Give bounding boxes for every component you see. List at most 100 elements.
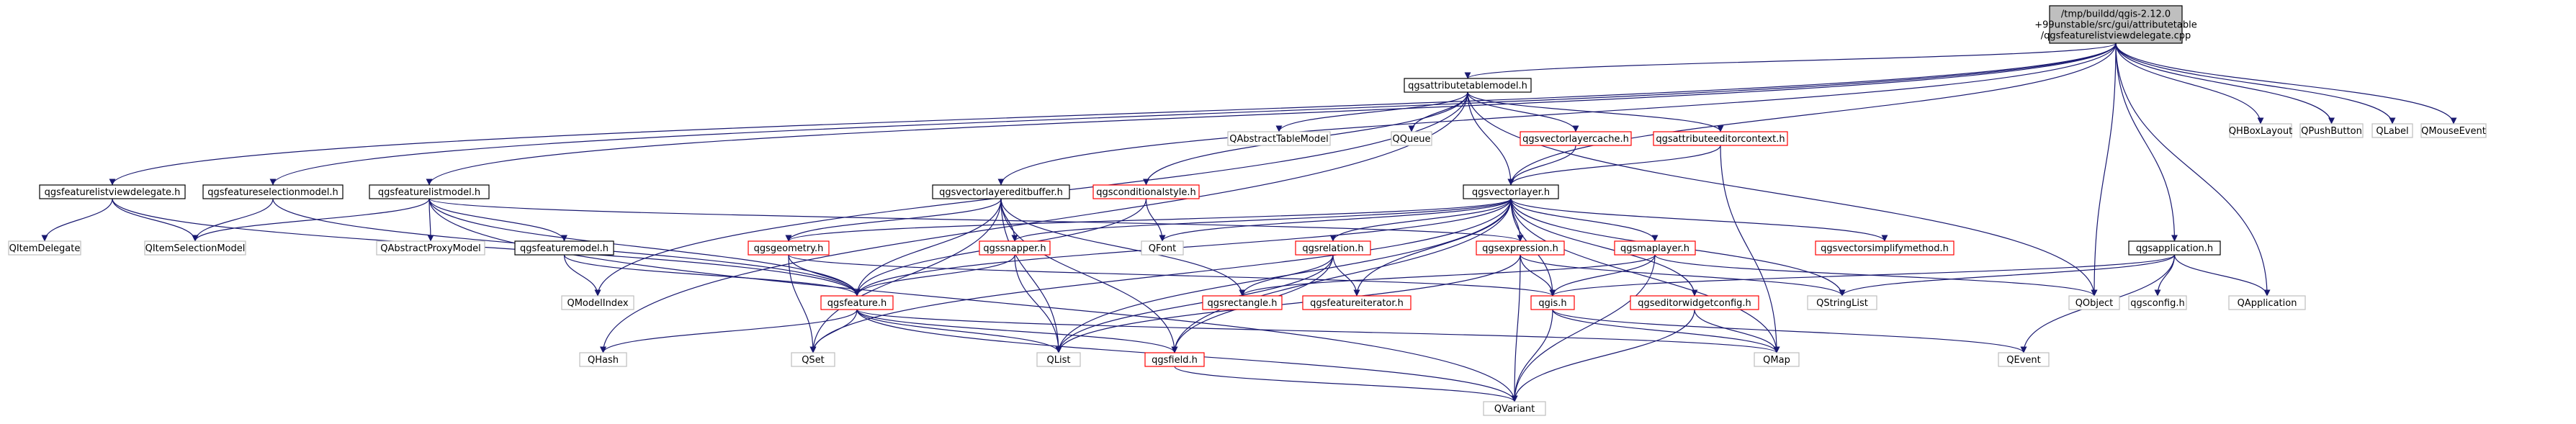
edge-qgsfeaturemodel-to-qmodelindex	[563, 254, 601, 297]
node-qgsconfig[interactable]: qgsconfig.h	[2128, 295, 2187, 310]
node-label-qhash: QHash	[588, 355, 619, 366]
node-qhash[interactable]: QHash	[579, 352, 627, 367]
node-qitemdelegate[interactable]: QItemDelegate	[8, 240, 81, 256]
edge-root-to-qgsattributetablemodel	[1464, 42, 2117, 79]
node-qgsrelation[interactable]: qgsrelation.h	[1295, 240, 1371, 256]
node-label-qgsattributeeditorcontext: qgsattributeeditorcontext.h	[1656, 134, 1785, 145]
node-box-qstringlist	[1807, 295, 1877, 310]
node-label-qstringlist: QStringList	[1816, 298, 1868, 309]
node-qvariant[interactable]: QVariant	[1483, 401, 1546, 416]
node-qgsfeaturelistmodel[interactable]: qgsfeaturelistmodel.h	[369, 184, 490, 199]
edge-qgsvectorlayer-to-qmap	[1510, 198, 1780, 353]
edge-root-to-qgsfeaturelistviewdelegate	[109, 42, 2117, 186]
node-qstringlist[interactable]: QStringList	[1807, 295, 1877, 310]
edge-root-to-qmouseevent	[2115, 42, 2457, 125]
edge-qgsvectorlayer-to-qgsrelation	[1329, 198, 1512, 242]
edge-root-to-qhboxlayout	[2115, 42, 2264, 125]
edge-qgseditorwidgetconfig-to-qmap	[1694, 309, 1780, 353]
edge-qgsfeature-to-qset	[809, 309, 858, 353]
node-qhboxlayout[interactable]: QHBoxLayout	[2229, 123, 2292, 138]
node-qgsfeatureiterator[interactable]: qgsfeatureiterator.h	[1302, 295, 1412, 310]
node-qgsvectorlayercache[interactable]: qgsvectorlayercache.h	[1520, 131, 1632, 146]
node-qgsconditionalstyle[interactable]: qgsconditionalstyle.h	[1092, 184, 1200, 199]
node-qpushbutton[interactable]: QPushButton	[2299, 123, 2364, 138]
node-qgsattributetablemodel[interactable]: qgsattributetablemodel.h	[1404, 78, 1532, 93]
node-qfont[interactable]: QFont	[1141, 240, 1184, 256]
edge-qgsvectorlayer-to-qgsgeometry	[785, 198, 1512, 242]
node-root[interactable]: /tmp/buildd/qgis-2.12.0+99unstable/src/g…	[2034, 5, 2197, 44]
edge-qgis-to-qevent	[1552, 309, 2027, 353]
node-qgsfeaturelistviewdelegate[interactable]: qgsfeaturelistviewdelegate.h	[39, 184, 186, 199]
node-qgsvectorsimplifymethod[interactable]: qgsvectorsimplifymethod.h	[1815, 240, 1955, 256]
node-box-qlist	[1036, 352, 1081, 367]
node-label-qmap: QMap	[1763, 355, 1790, 366]
node-label-qgsfeatureiterator: qgsfeatureiterator.h	[1310, 298, 1404, 309]
edge-qgsexpression-to-qstringlist	[1520, 254, 1846, 297]
node-label-qgsvectorlayereditbuffer: qgsvectorlayereditbuffer.h	[939, 187, 1063, 198]
node-box-qlabel	[2371, 123, 2413, 138]
node-qitemselectionmodel[interactable]: QItemSelectionModel	[144, 240, 246, 256]
node-qmap[interactable]: QMap	[1754, 352, 1800, 367]
node-box-qgsfeatureselectionmodel	[202, 184, 344, 199]
node-qabstractproxymodel[interactable]: QAbstractProxyModel	[376, 240, 485, 256]
node-box-qgseditorwidgetconfig	[1630, 295, 1759, 310]
node-qgsvectorlayereditbuffer[interactable]: qgsvectorlayereditbuffer.h	[932, 184, 1070, 199]
node-label-qhboxlayout: QHBoxLayout	[2229, 126, 2292, 137]
edge-root-to-qgsvectorlayereditbuffer	[997, 42, 2117, 186]
edge-root-to-qpushbutton	[2115, 42, 2335, 125]
node-qlabel[interactable]: QLabel	[2371, 123, 2413, 138]
node-qlist[interactable]: QList	[1036, 352, 1081, 367]
node-qmodelindex[interactable]: QModelIndex	[561, 295, 634, 310]
edge-qgsfeaturelistviewdelegate-to-qitemdelegate	[41, 198, 113, 242]
node-qgis[interactable]: qgis.h	[1530, 295, 1575, 310]
node-qgsexpression[interactable]: qgsexpression.h	[1476, 240, 1565, 256]
edge-qgssnapper-to-qgsfeature	[853, 254, 1015, 297]
edge-qgsvectorlayer-to-qfont	[1159, 198, 1512, 242]
node-label-qgsconfig: qgsconfig.h	[2130, 298, 2184, 309]
node-box-qgsconditionalstyle	[1092, 184, 1200, 199]
node-box-qgsvectorlayercache	[1520, 131, 1632, 146]
node-label-qgsfield: qgsfield.h	[1152, 355, 1198, 366]
node-qabstracttablemodel[interactable]: QAbstractTableModel	[1227, 131, 1331, 146]
node-qgsfeaturemodel[interactable]: qgsfeaturemodel.h	[514, 240, 614, 256]
node-qobject[interactable]: QObject	[2068, 295, 2120, 310]
node-label-qlist: QList	[1047, 355, 1071, 366]
node-qgsapplication[interactable]: qgsapplication.h	[2128, 240, 2221, 256]
node-qevent[interactable]: QEvent	[1998, 352, 2050, 367]
node-box-qgsgeometry	[748, 240, 830, 256]
node-qgsfeatureselectionmodel[interactable]: qgsfeatureselectionmodel.h	[202, 184, 344, 199]
node-label-qgsfeaturelistviewdelegate: qgsfeaturelistviewdelegate.h	[45, 187, 181, 198]
node-qgsgeometry[interactable]: qgsgeometry.h	[748, 240, 830, 256]
node-qgseditorwidgetconfig[interactable]: qgseditorwidgetconfig.h	[1630, 295, 1759, 310]
edge-qgsvectorlayereditbuffer-to-qgsfeature	[853, 198, 1002, 297]
node-qgsrectangle[interactable]: qgsrectangle.h	[1202, 295, 1283, 310]
edge-qgsgeometry-to-qgsfeature	[788, 254, 861, 297]
node-qgsattributeeditorcontext[interactable]: qgsattributeeditorcontext.h	[1653, 131, 1788, 146]
node-qgsfeature[interactable]: qgsfeature.h	[820, 295, 894, 310]
node-label-root: /tmp/buildd/qgis-2.12.0	[2061, 9, 2171, 20]
edge-qgsfeaturelistmodel-to-qgsexpression	[428, 198, 1524, 242]
node-box-qgsvectorsimplifymethod	[1815, 240, 1955, 256]
node-label-qgsapplication: qgsapplication.h	[2136, 243, 2213, 254]
edge-qgsfeaturelistmodel-to-qgsfeature	[428, 198, 861, 297]
node-box-qhboxlayout	[2229, 123, 2292, 138]
node-qmouseevent[interactable]: QMouseEvent	[2420, 123, 2487, 138]
edge-qgsexpression-to-qvariant	[1511, 254, 1521, 402]
node-qgsmaplayer[interactable]: qgsmaplayer.h	[1614, 240, 1696, 256]
node-qgssnapper[interactable]: qgssnapper.h	[979, 240, 1051, 256]
node-qapplication[interactable]: QApplication	[2228, 295, 2306, 310]
node-box-qitemselectionmodel	[144, 240, 246, 256]
edge-root-to-qlabel	[2115, 42, 2396, 125]
node-qqueue[interactable]: QQueue	[1391, 131, 1432, 146]
node-box-qgsfeaturelistviewdelegate	[39, 184, 186, 199]
edge-qgis-to-qmap	[1552, 309, 1780, 353]
node-box-qmouseevent	[2420, 123, 2487, 138]
node-qgsvectorlayer[interactable]: qgsvectorlayer.h	[1463, 184, 1559, 199]
edge-qgsfeaturelistmodel-to-qvariant	[428, 198, 1518, 402]
edge-qgsvectorlayer-to-qgsfeature	[853, 198, 1512, 297]
node-box-qgsrectangle	[1202, 295, 1283, 310]
node-qset[interactable]: QSet	[791, 352, 835, 367]
edge-qgsfeaturelistmodel-to-qabstractproxymodel	[427, 198, 434, 242]
node-qgsfield[interactable]: qgsfield.h	[1144, 352, 1205, 367]
